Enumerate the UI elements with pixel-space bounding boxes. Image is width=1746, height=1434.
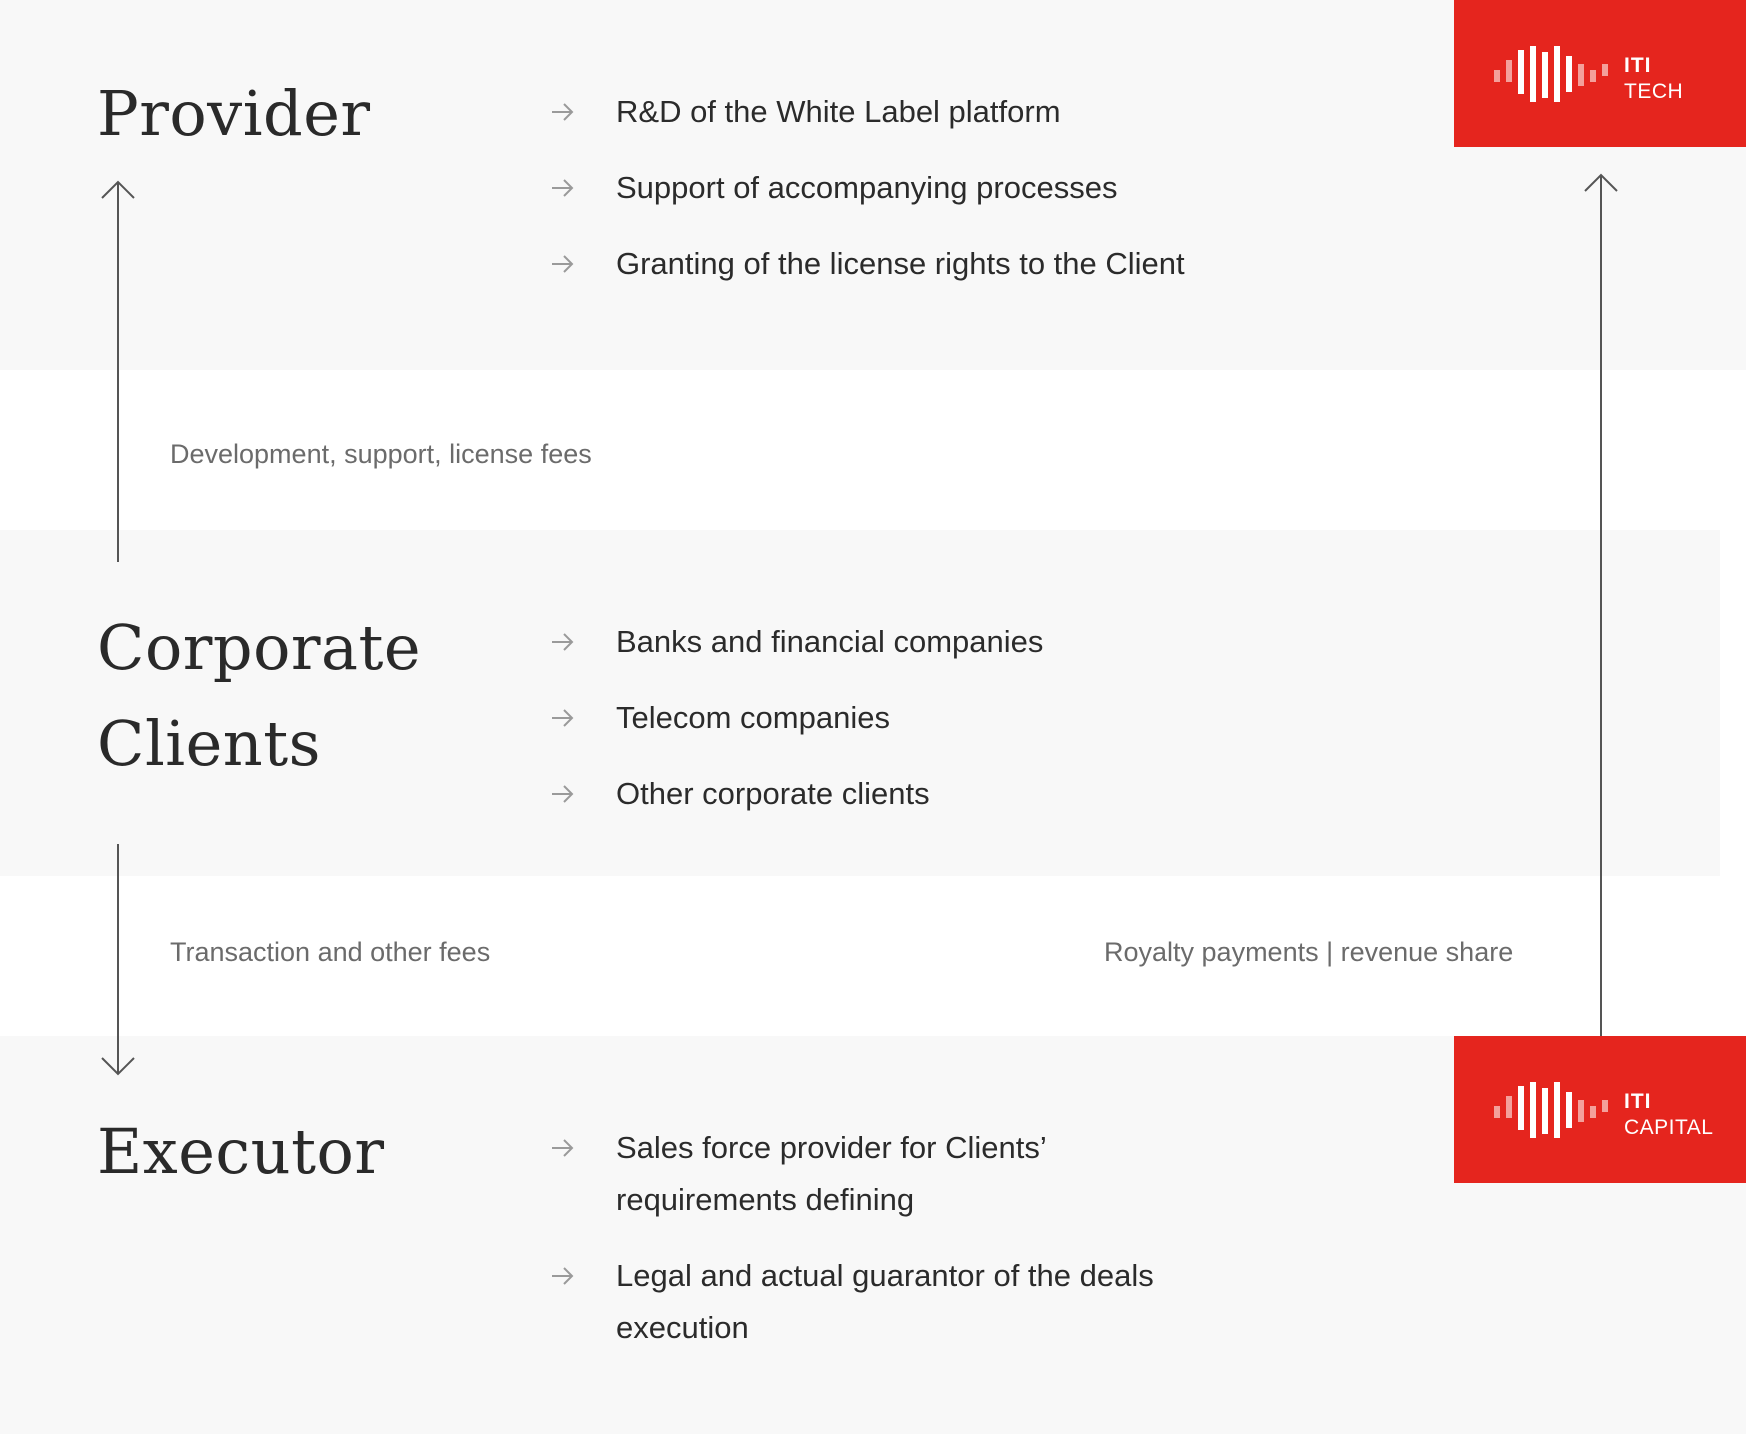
clients-title-line2: Clients [97,707,321,780]
clients-section [0,530,1720,876]
logo-sub-text: TECH [1624,80,1684,103]
logo-brand-text: ITI [1624,54,1652,77]
logo-sub-text: CAPITAL [1624,1116,1714,1139]
arrow-right-icon [552,633,574,651]
list-item: Banks and financial companies [550,616,1043,668]
arrow-right-icon [552,1139,574,1157]
list-item-label: Telecom companies [616,700,890,735]
list-item: Telecom companies [550,692,1043,744]
arrow-right-icon [552,179,574,197]
list-item: Other corporate clients [550,768,1043,820]
arrow-right-icon [552,255,574,273]
flow-label-royalty: Royalty payments | revenue share [1104,937,1514,967]
list-item-label: R&D of the White Label platform [616,94,1061,129]
list-item-label: Banks and financial companies [616,624,1044,659]
executor-list: Sales force provider for Clients’ requir… [550,1122,1170,1378]
provider-title: Provider [97,77,371,150]
list-item-label: Support of accompanying processes [616,170,1118,205]
arrow-right-icon [552,1267,574,1285]
list-item-label: Legal and actual guarantor of the deals … [616,1258,1154,1345]
equalizer-bars-icon [1494,46,1608,102]
iti-capital-logo: ITI CAPITAL [1454,1036,1746,1183]
list-item-label: Other corporate clients [616,776,930,811]
equalizer-bars-icon [1494,1082,1608,1138]
provider-list: R&D of the White Label platform Support … [550,86,1185,314]
arrow-right-icon [552,103,574,121]
clients-title-line1: Corporate [97,611,422,684]
list-item: Sales force provider for Clients’ requir… [550,1122,1170,1226]
arrow-up-right-icon [1584,173,1618,1036]
arrow-right-icon [552,785,574,803]
iti-tech-logo: ITI TECH [1454,0,1746,147]
list-item: Support of accompanying processes [550,162,1185,214]
arrow-right-icon [552,709,574,727]
list-item-label: Granting of the license rights to the Cl… [616,246,1185,281]
logo-brand-text: ITI [1624,1090,1652,1113]
executor-title: Executor [97,1115,385,1188]
clients-list: Banks and financial companies Telecom co… [550,616,1043,844]
list-item: Granting of the license rights to the Cl… [550,238,1185,290]
flow-label-dev-fees: Development, support, license fees [170,439,592,469]
flow-label-transaction-fees: Transaction and other fees [170,937,491,967]
arrow-up-left-icon [101,180,135,562]
list-item: R&D of the White Label platform [550,86,1185,138]
list-item-label: Sales force provider for Clients’ requir… [616,1130,1046,1217]
arrow-down-left-icon [101,844,135,1076]
list-item: Legal and actual guarantor of the deals … [550,1250,1170,1354]
